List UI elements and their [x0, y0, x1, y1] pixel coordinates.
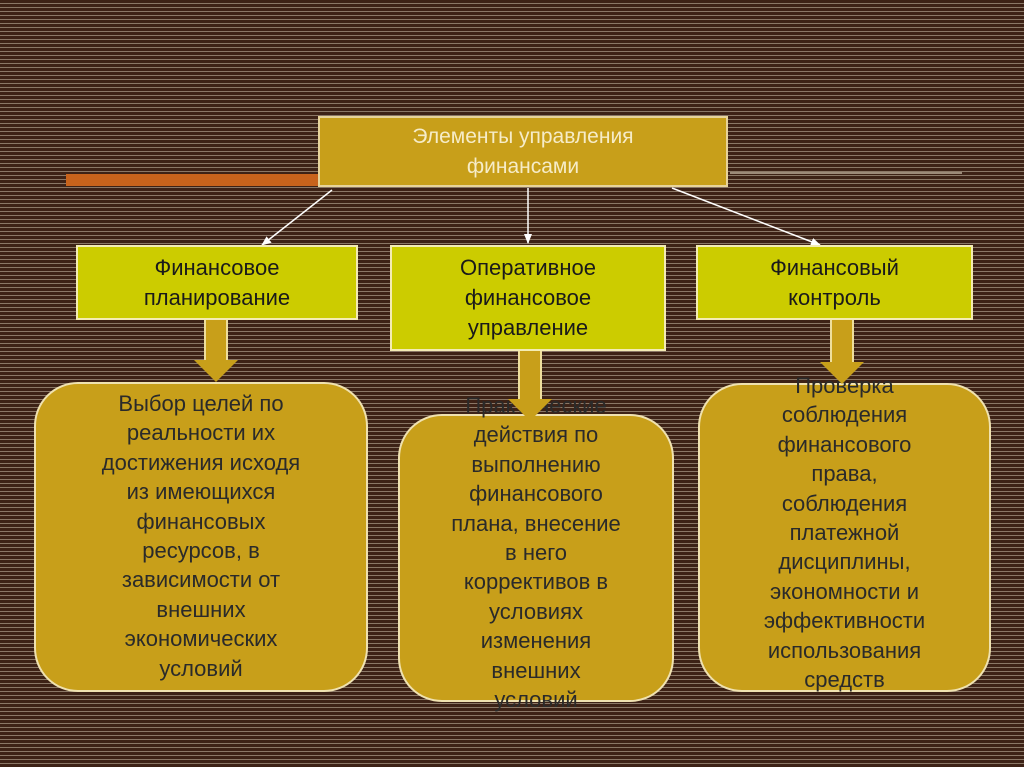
category-node-operational: Оперативное финансовое управление	[390, 245, 666, 351]
detail-node-text: Практические действия по выполнению фина…	[451, 393, 621, 713]
decorative-accent-line	[730, 172, 962, 174]
category-node-planning: Финансовое планирование	[76, 245, 358, 320]
category-node-label: Оперативное финансовое управление	[460, 255, 596, 340]
root-node: Элементы управления финансами	[318, 116, 728, 187]
detail-node-text: Выбор целей по реальности их достижения …	[101, 391, 301, 681]
category-node-label: Финансовое планирование	[143, 254, 291, 310]
detail-node-text: Проверка соблюдения финансового права, с…	[763, 373, 926, 693]
connector-arrow-icon	[671, 187, 821, 246]
detail-node-control: Проверка соблюдения финансового права, с…	[698, 373, 991, 692]
detail-node-operational: Практические действия по выполнению фина…	[398, 393, 674, 712]
category-node-label: Финансовый контроль	[770, 254, 899, 310]
decorative-accent-bar	[66, 174, 320, 186]
detail-node-planning: Выбор целей по реальности их достижения …	[34, 382, 368, 692]
connector-arrow-icon	[261, 189, 333, 246]
root-node-title: Элементы управления финансами	[412, 124, 634, 178]
category-node-control: Финансовый контроль	[696, 245, 973, 320]
